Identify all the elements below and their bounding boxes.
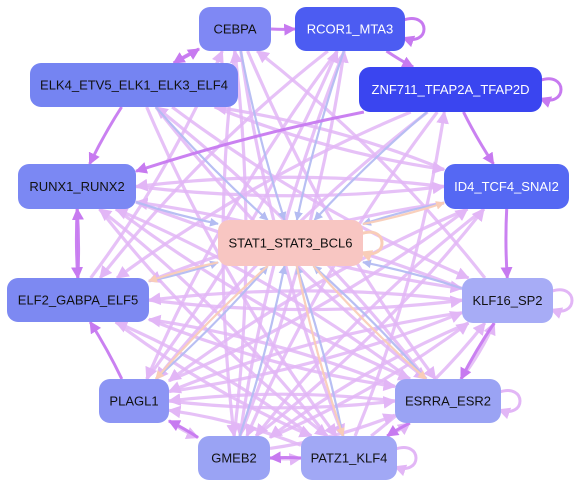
node-plagl1-label: PLAGL1 — [109, 394, 158, 409]
edge-znf711-to-stat1 — [313, 111, 428, 221]
node-runx1: RUNX1_RUNX2 — [18, 164, 136, 209]
edge-id4-to-plagl1 — [167, 207, 469, 383]
node-klf16: KLF16_SP2 — [462, 278, 553, 323]
edge-znf711-to-runx1 — [134, 110, 365, 174]
node-gmeb2: GMEB2 — [198, 436, 270, 480]
node-esrra-label: ESRRA_ESR2 — [405, 394, 491, 409]
edge-runx1-to-esrra — [114, 207, 412, 381]
node-elf2-box — [7, 278, 149, 322]
edge-stat1-to-esrra — [312, 265, 427, 380]
edge-klf16-to-plagl1 — [167, 311, 463, 394]
self-loop-klf16 — [549, 288, 574, 319]
edge-elf2-to-runx1 — [71, 207, 84, 279]
node-id4-label: ID4_TCF4_SNAI2 — [454, 179, 559, 194]
edge-plagl1-to-stat1 — [155, 265, 269, 380]
self-loop-stat1 — [359, 230, 384, 262]
node-gmeb2-box — [198, 436, 270, 480]
edge-gmeb2-to-esrra — [269, 413, 397, 450]
node-znf711: ZNF711_TFAP2A_TFAP2D — [359, 67, 542, 112]
node-runx1-label: RUNX1_RUNX2 — [29, 179, 124, 194]
edge-runx1-to-stat1 — [135, 201, 219, 227]
edge-elk4-to-stat1 — [154, 106, 269, 221]
node-patz1-box — [301, 436, 397, 480]
node-cebpa-label: CEBPA — [213, 22, 256, 37]
node-stat1: STAT1_STAT3_BCL6 — [218, 220, 363, 266]
edge-patz1-to-stat1 — [295, 265, 345, 437]
node-cebpa: CEBPA — [199, 7, 271, 51]
edge-esrra-to-plagl1 — [167, 392, 396, 406]
edge-runx1-to-id4 — [135, 181, 446, 198]
self-loop-rcor1 — [401, 17, 426, 48]
node-stat1-label: STAT1_STAT3_BCL6 — [228, 236, 352, 251]
edge-stat1-to-elf2 — [148, 261, 219, 283]
edge-rcor1-to-stat1 — [294, 50, 345, 221]
node-elk4-label: ELK4_ETV5_ELK1_ELK3_ELF4 — [40, 78, 228, 93]
edge-stat1-to-patz1 — [295, 265, 345, 437]
node-runx1-box — [18, 164, 136, 209]
node-elk4: ELK4_ETV5_ELK1_ELK3_ELF4 — [30, 63, 238, 107]
edge-elk4-to-cebpa — [173, 47, 201, 65]
edge-plagl1-to-elf2 — [88, 320, 124, 380]
edge-stat1-to-id4 — [362, 201, 445, 226]
edge-patz1-to-znf711 — [353, 110, 449, 437]
edge-esrra-to-patz1 — [386, 421, 411, 438]
node-plagl1: PLAGL1 — [99, 379, 169, 423]
edge-klf16-to-esrra — [459, 322, 496, 381]
node-id4-box — [444, 164, 569, 209]
self-loop-znf711 — [538, 77, 563, 108]
edge-patz1-to-plagl1 — [167, 405, 302, 447]
node-znf711-box — [359, 67, 542, 112]
edge-gmeb2-to-id4 — [255, 207, 486, 438]
edge-elk4-to-runx1 — [88, 106, 123, 166]
edge-rcor1-to-znf711 — [385, 49, 415, 69]
edge-klf16-to-stat1 — [362, 259, 463, 290]
node-klf16-label: KLF16_SP2 — [472, 293, 542, 308]
edge-stat1-to-plagl1 — [154, 265, 269, 380]
node-gmeb2-label: GMEB2 — [211, 451, 257, 466]
node-rcor1-label: RCOR1_MTA3 — [307, 22, 393, 37]
node-rcor1-box — [295, 7, 405, 51]
edge-klf16-to-cebpa — [256, 49, 487, 279]
node-elf2: ELF2_GABPA_ELF5 — [7, 278, 149, 322]
node-rcor1: RCOR1_MTA3 — [295, 7, 405, 51]
edge-patz1-to-elf2 — [114, 320, 313, 438]
node-patz1: PATZ1_KLF4 — [301, 436, 397, 480]
node-elf2-label: ELF2_GABPA_ELF5 — [18, 293, 138, 308]
self-loop-patz1 — [393, 446, 418, 477]
edge-id4-to-klf16 — [500, 208, 513, 280]
node-cebpa-box — [199, 7, 271, 51]
edge-gmeb2-to-stat1 — [238, 265, 288, 437]
edge-layer — [71, 23, 513, 466]
node-znf711-label: ZNF711_TFAP2A_TFAP2D — [372, 82, 530, 97]
edge-gmeb2-to-plagl1 — [167, 419, 199, 439]
node-patz1-label: PATZ1_KLF4 — [311, 451, 388, 466]
node-elk4-box — [30, 63, 238, 107]
edge-plagl1-to-id4 — [168, 207, 469, 383]
self-loop-layer — [359, 17, 574, 477]
node-esrra-box — [395, 379, 501, 423]
node-stat1-box — [218, 220, 363, 266]
edge-plagl1-to-klf16 — [168, 311, 464, 394]
self-loop-esrra — [497, 389, 522, 420]
edge-patz1-to-runx1 — [98, 207, 329, 437]
node-esrra: ESRRA_ESR2 — [395, 379, 501, 423]
node-plagl1-box — [99, 379, 169, 423]
node-id4: ID4_TCF4_SNAI2 — [444, 164, 569, 209]
node-klf16-box — [462, 278, 553, 323]
edge-esrra-to-stat1 — [312, 265, 427, 380]
edge-rcor1-to-elf2 — [98, 49, 329, 280]
edge-esrra-to-runx1 — [114, 207, 411, 381]
edge-znf711-to-id4 — [462, 111, 495, 166]
